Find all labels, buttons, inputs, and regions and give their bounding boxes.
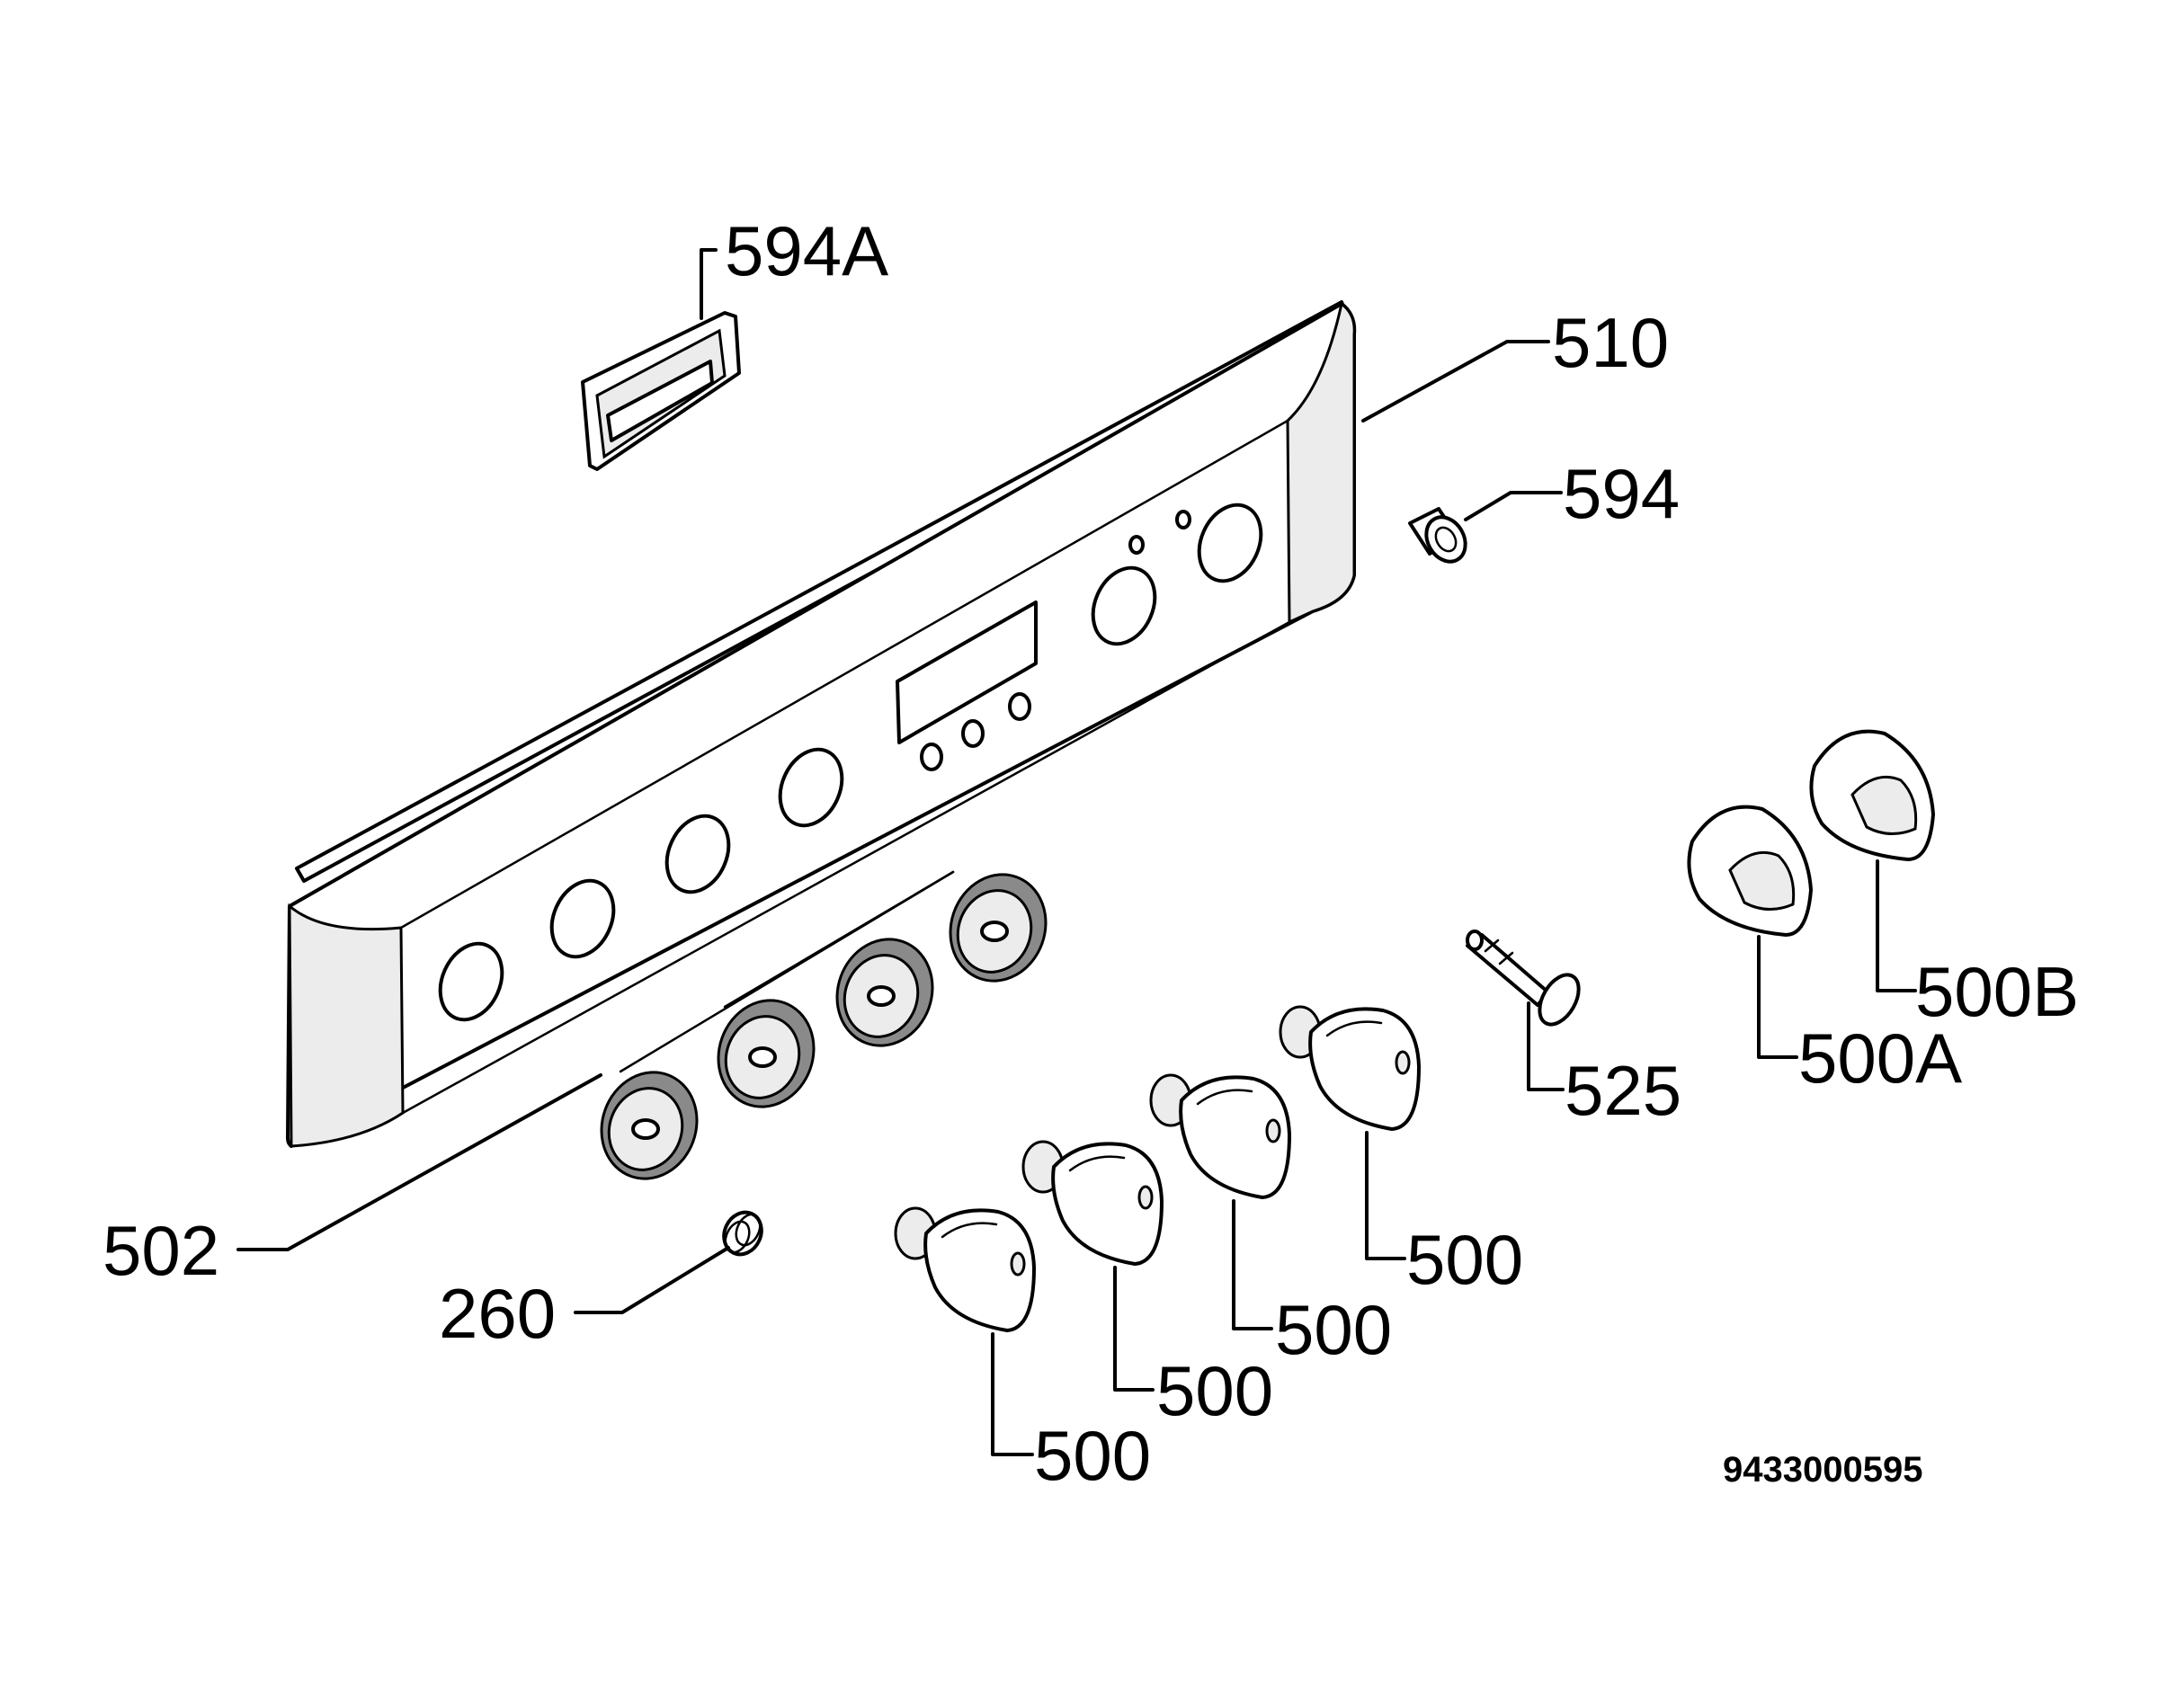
panel-button [1008, 692, 1031, 721]
callout-594: 594 [1563, 454, 1680, 533]
knob-ring [949, 873, 1048, 983]
callout-500-4: 500 [1406, 1220, 1523, 1299]
panel-indicator-light [1175, 510, 1191, 529]
knob-ring [835, 938, 934, 1047]
panel-knob-hole [549, 878, 616, 959]
panel-display-window [896, 600, 1038, 744]
knob-ring [600, 1071, 699, 1180]
callout-500-2: 500 [1156, 1351, 1273, 1430]
part-260-spring [722, 1210, 763, 1257]
callout-502: 502 [103, 1211, 219, 1290]
callout-labels: 594A 510 594 500B 500A 525 502 260 500 5… [103, 211, 2079, 1495]
panel-knob-hole [664, 814, 731, 894]
callout-260: 260 [439, 1274, 556, 1353]
panel-knob-hole [1091, 565, 1157, 646]
part-500-knob [1021, 1140, 1164, 1266]
callout-500-3: 500 [1275, 1290, 1392, 1369]
leader-lines [236, 248, 1917, 1456]
part-594a-bracket [581, 311, 741, 471]
panel-button [961, 719, 985, 748]
part-500-knob [1279, 1005, 1421, 1131]
part-500b-knob [1809, 729, 1935, 861]
knob-ring [717, 999, 816, 1108]
callout-500a: 500A [1798, 1019, 1962, 1098]
callout-500b: 500B [1915, 952, 2079, 1031]
document-number: 9433000595 [1723, 1450, 1922, 1490]
part-500a-knob [1687, 805, 1813, 937]
part-500-knob [1149, 1073, 1291, 1199]
panel-knob-hole [778, 747, 844, 828]
part-500-knob [894, 1206, 1036, 1332]
part-510-control-panel [286, 300, 1357, 1148]
callout-510: 510 [1552, 303, 1669, 382]
part-525-spindle [1466, 930, 1581, 1027]
callout-594a: 594A [725, 211, 888, 290]
part-594-plug [1408, 507, 1467, 564]
callout-500-1: 500 [1034, 1416, 1151, 1495]
part-502-knob-rings [600, 870, 1048, 1180]
panel-knob-hole [1197, 503, 1263, 583]
panel-button [920, 743, 943, 771]
callout-525: 525 [1565, 1051, 1681, 1130]
panel-indicator-light [1128, 535, 1145, 555]
panel-knob-hole [438, 941, 504, 1022]
